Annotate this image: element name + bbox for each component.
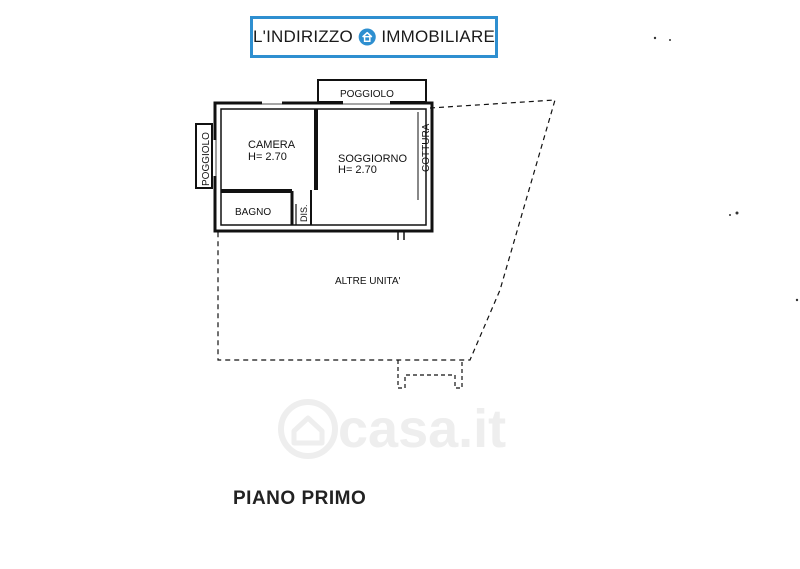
watermark-house-icon <box>278 399 338 459</box>
floor-boundary-dashed <box>217 99 556 361</box>
apartment-walls <box>213 101 434 240</box>
stair-notch-dashed <box>397 360 463 389</box>
floor-title: PIANO PRIMO <box>233 488 367 509</box>
logo-text-right: IMMOBILIARE <box>381 27 495 46</box>
house-logo-icon <box>358 28 376 46</box>
label-camera: CAMERA <box>248 139 296 151</box>
label-poggiolo-top: POGGIOLO <box>340 89 394 100</box>
label-poggiolo-left: POGGIOLO <box>201 132 212 186</box>
label-soggiorno: SOGGIORNO <box>338 153 408 165</box>
label-cottura: COTTURA <box>421 123 432 172</box>
label-bagno: BAGNO <box>235 207 271 218</box>
scan-specks <box>653 36 799 302</box>
label-altre-unita: ALTRE UNITA' <box>335 276 401 287</box>
label-dis: DIS. <box>299 204 309 222</box>
watermark: casa.it <box>278 398 506 460</box>
watermark-text: casa.it <box>338 399 507 459</box>
label-camera-height: H= 2.70 <box>248 151 287 163</box>
label-soggiorno-height: H= 2.70 <box>338 164 377 176</box>
balcony-left <box>195 123 213 189</box>
agency-logo: L'INDIRIZZO IMMOBILIARE <box>250 16 498 58</box>
logo-text-left: L'INDIRIZZO <box>253 27 353 46</box>
